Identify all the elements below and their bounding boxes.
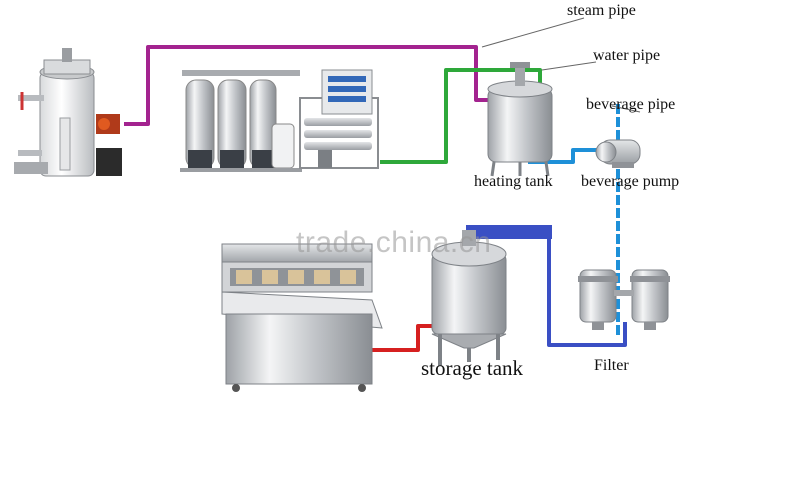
heating-tank-label: heating tank (474, 173, 553, 190)
beverage-pump-label: beverage pump (581, 173, 680, 190)
watermark: trade.china.cn (296, 226, 492, 259)
filter-label: Filter (594, 357, 629, 374)
beverage-pump (595, 139, 641, 168)
label-leader-lines (481, 17, 641, 113)
filter-to-storage-pipe (466, 225, 627, 347)
filling-machine (221, 243, 383, 392)
storage-tank (431, 230, 507, 366)
water-pipe (380, 68, 542, 164)
storage-tank-label: storage tank (421, 356, 524, 380)
filter-unit (578, 269, 670, 330)
output-pipe (372, 324, 442, 352)
water-pipe-label: water pipe (593, 47, 661, 64)
steam-boiler (14, 48, 122, 177)
heating-tank (487, 62, 553, 177)
steam-pipe-label: steam pipe (567, 2, 636, 19)
steam-pipe (124, 45, 492, 126)
water-treatment-system (180, 69, 379, 172)
beverage-pipe-label: beverage pipe (586, 96, 676, 113)
